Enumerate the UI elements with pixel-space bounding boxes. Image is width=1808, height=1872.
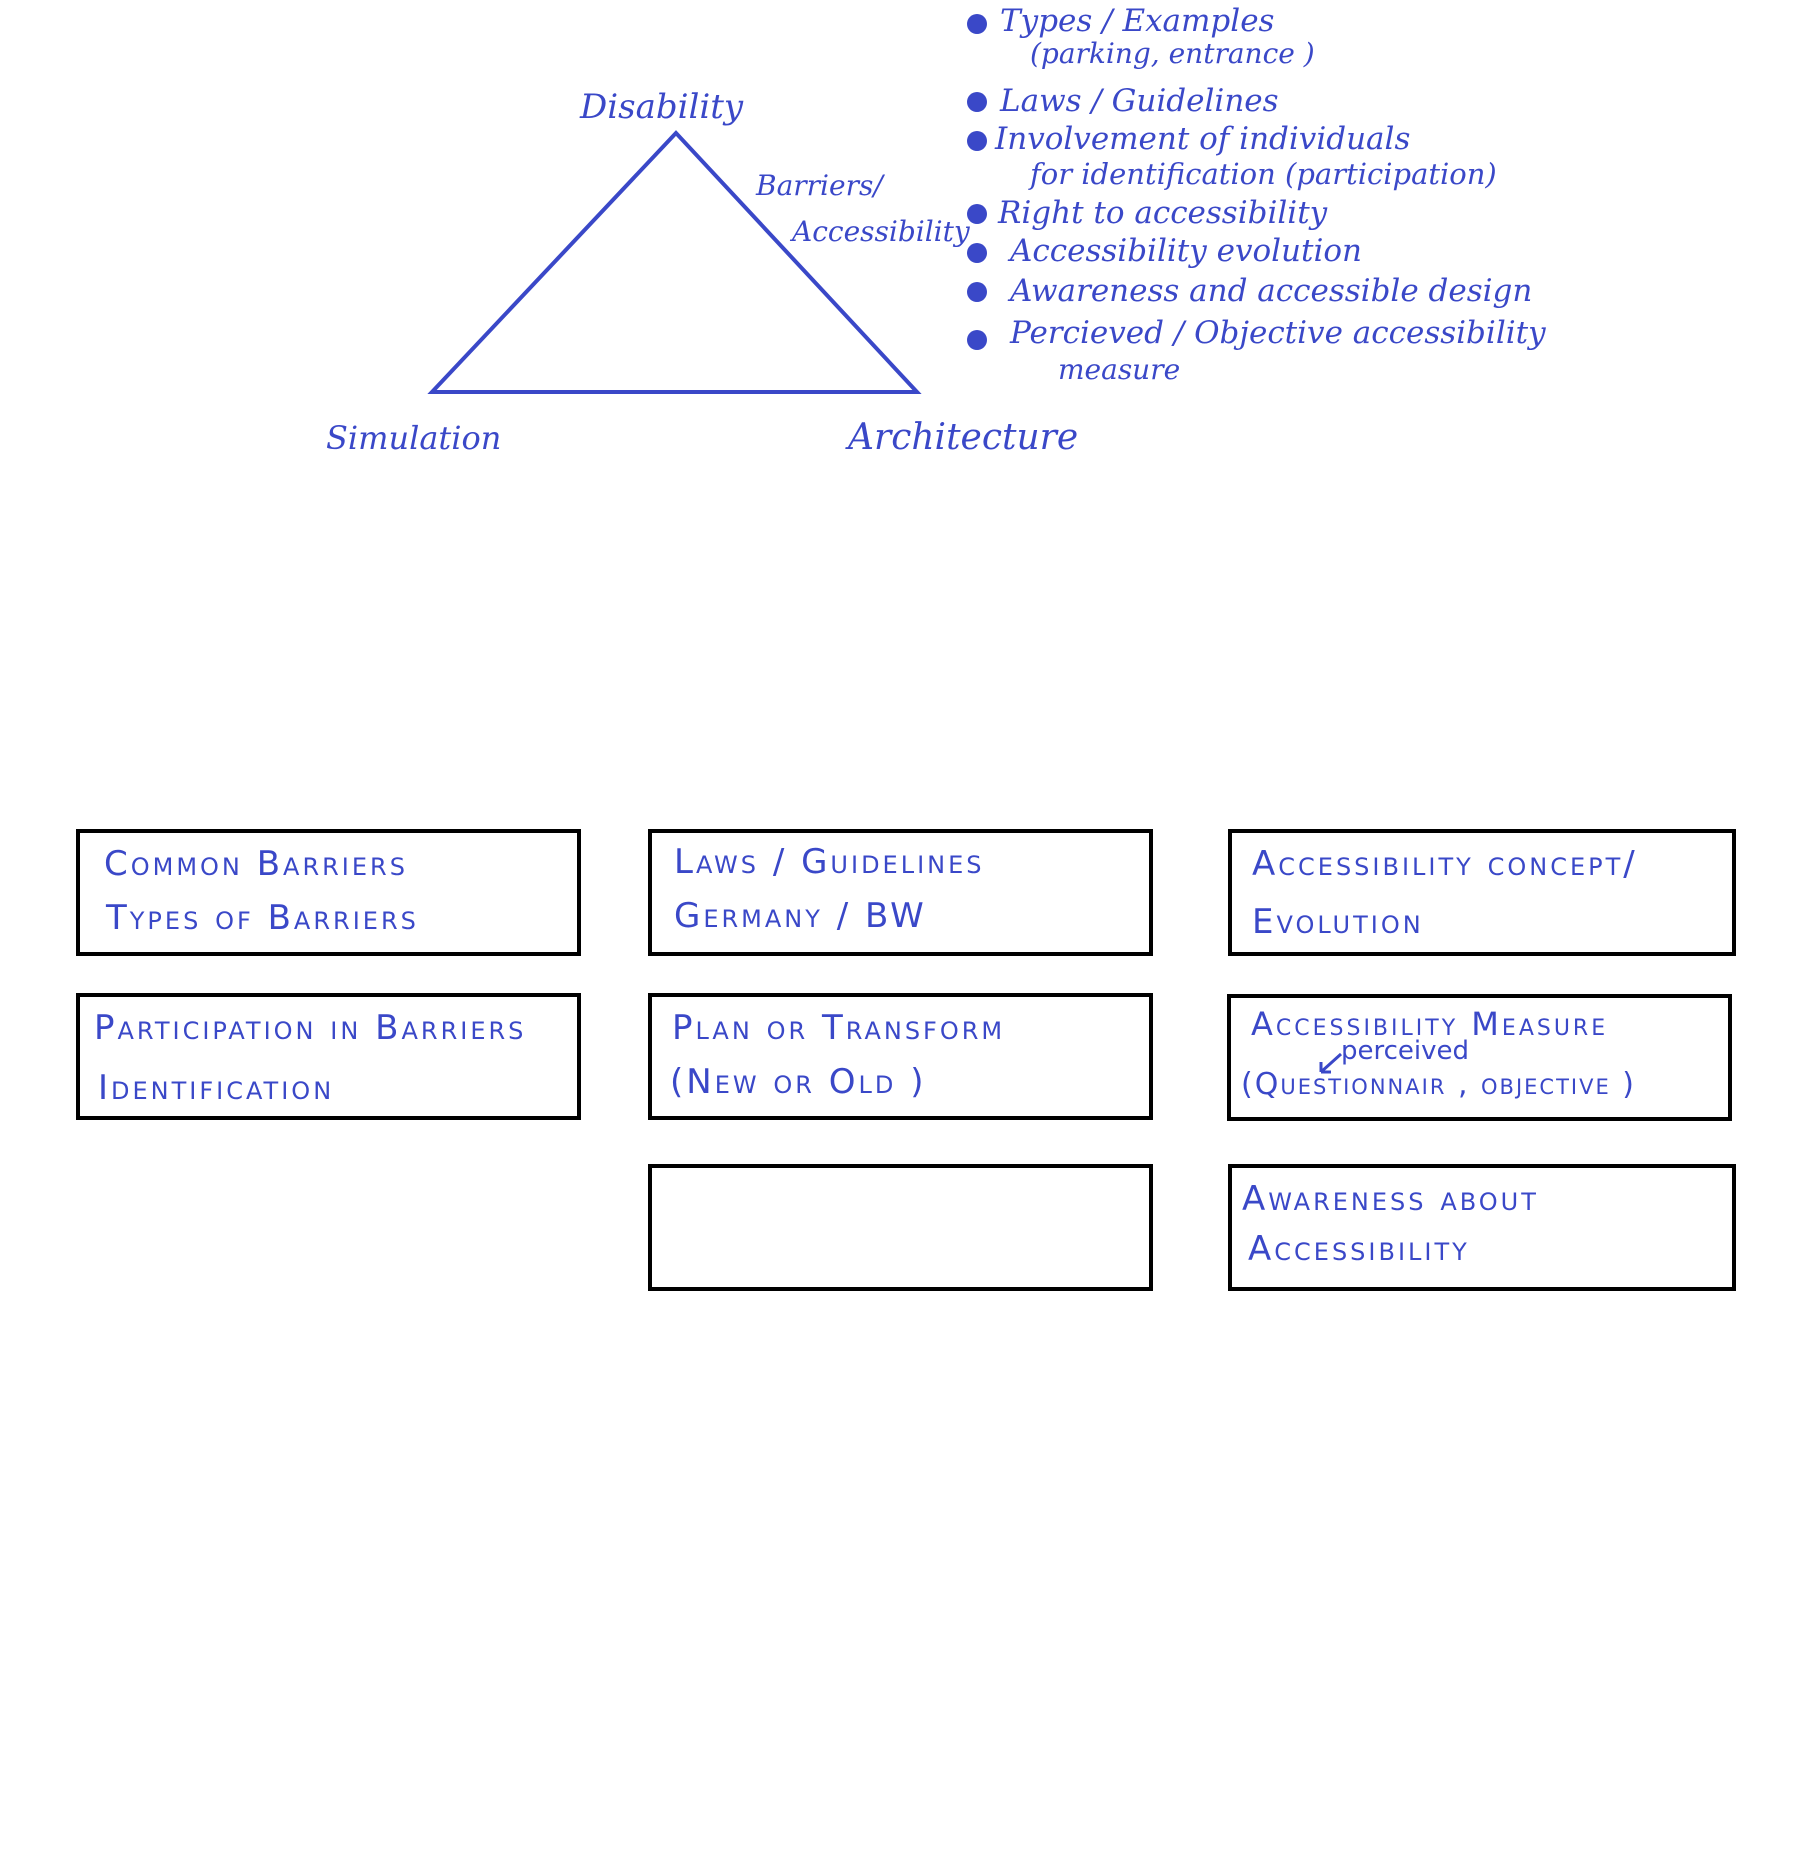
box-awareness-line1: Awareness about	[1242, 1179, 1539, 1219]
edge-label-barriers: Barriers/	[756, 169, 883, 202]
box-measure-line2: (Questionnair , objective )	[1241, 1067, 1636, 1102]
triangle-diagram	[427, 130, 922, 394]
box-common-barriers: Common Barriers Types of Barriers	[76, 829, 581, 956]
bullet-icon	[967, 92, 987, 112]
box-participation: Participation in Barriers Identification	[76, 993, 581, 1120]
annotation-arrow-icon	[1319, 1052, 1343, 1074]
box-accessibility-measure: Accessibility Measure perceived (Questio…	[1227, 994, 1732, 1121]
box-laws-line2: Germany / BW	[674, 896, 927, 936]
box-participation-line1: Participation in Barriers	[94, 1008, 527, 1048]
bullet-icon	[967, 243, 987, 263]
note-3-line2: for identification (participation)	[1030, 157, 1497, 191]
vertex-disability: Disability	[580, 87, 744, 127]
box-awareness-line2: Accessibility	[1248, 1229, 1470, 1269]
box-plan-transform: Plan or Transform (New or Old )	[648, 993, 1153, 1120]
triangle-shape	[427, 130, 922, 394]
box-plan-line1: Plan or Transform	[672, 1008, 1006, 1048]
bullet-icon	[967, 131, 987, 151]
box-common-barriers-line2: Types of Barriers	[106, 898, 419, 938]
box-awareness: Awareness about Accessibility	[1228, 1164, 1736, 1291]
box-laws-line1: Laws / Guidelines	[674, 842, 985, 882]
box-measure-line1: Accessibility Measure	[1251, 1005, 1609, 1043]
bullet-icon	[967, 282, 987, 302]
box-common-barriers-line1: Common Barriers	[104, 844, 408, 884]
box-participation-line2: Identification	[98, 1068, 335, 1108]
box-measure-annotation: perceived	[1341, 1036, 1470, 1066]
bullet-icon	[967, 330, 987, 350]
note-1-line2: (parking, entrance )	[1030, 37, 1315, 70]
bullet-icon	[967, 204, 987, 224]
box-laws-guidelines: Laws / Guidelines Germany / BW	[648, 829, 1153, 956]
bullet-icon	[967, 14, 987, 34]
box-accessibility-concept: Accessibility concept/ Evolution	[1228, 829, 1736, 956]
box-concept-line1: Accessibility concept/	[1252, 844, 1638, 884]
box-plan-line2: (New or Old )	[670, 1062, 927, 1102]
vertex-simulation: Simulation	[326, 419, 502, 457]
box-empty	[648, 1164, 1153, 1291]
note-4-line1: Right to accessibility	[998, 195, 1328, 231]
edge-label-accessibility: Accessibility	[792, 215, 970, 248]
note-3-line1: Involvement of individuals	[995, 121, 1411, 157]
vertex-architecture: Architecture	[848, 417, 1079, 458]
note-7-line2: measure	[1058, 353, 1181, 386]
note-6-line1: Awareness and accessible design	[1010, 273, 1533, 309]
note-2-line1: Laws / Guidelines	[1000, 83, 1279, 119]
note-1-line1: Types / Examples	[1000, 3, 1275, 39]
note-5-line1: Accessibility evolution	[1010, 233, 1363, 269]
note-7-line1: Percieved / Objective accessibility	[1010, 315, 1546, 351]
box-concept-line2: Evolution	[1252, 902, 1424, 942]
